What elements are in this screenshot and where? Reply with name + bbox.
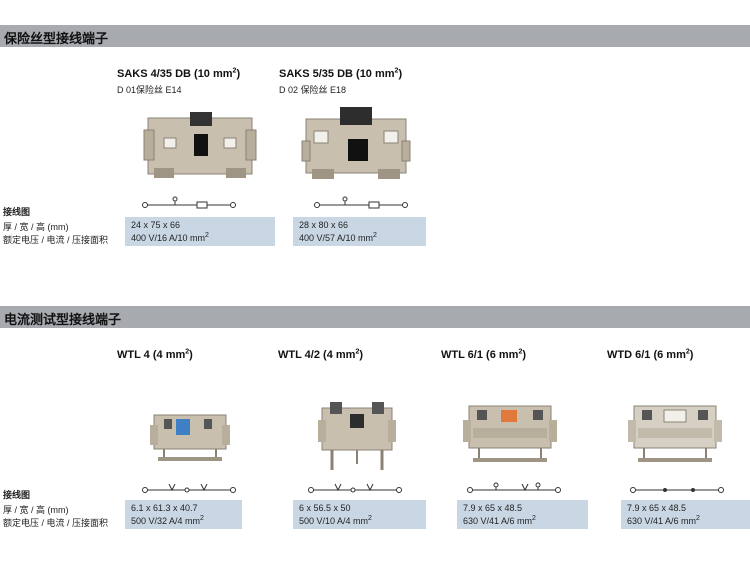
rating-label: 额定电压 / 电流 / 压接面积 (3, 518, 109, 528)
dimensions-label: 厚 / 宽 / 高 (mm) (3, 505, 69, 515)
wiring-diagram (142, 196, 236, 209)
spec-box: 6 x 56.5 x 50 500 V/10 A/4 mm2 (293, 500, 426, 529)
spec-box: 28 x 80 x 66 400 V/57 A/10 mm2 (293, 217, 426, 246)
product-name: WTL 6/1 (6 mm2) (441, 348, 527, 361)
product-name: SAKS 5/35 DB (10 mm2) (279, 67, 403, 80)
test-terminal-image (463, 405, 557, 462)
spec-box: 7.9 x 65 x 48.5 630 V/41 A/6 mm2 (621, 500, 750, 529)
product-fuse-type: D 01保险丝 E14 (117, 85, 182, 95)
fuse-terminal-image (143, 112, 257, 178)
dimensions-value: 7.9 x 65 x 48.5 (463, 503, 523, 513)
spec-box: 7.9 x 65 x 48.5 630 V/41 A/6 mm2 (457, 500, 588, 529)
wiring-diagram (630, 487, 724, 493)
dimensions-value: 24 x 75 x 66 (131, 220, 181, 230)
spec-box: 6.1 x 61.3 x 40.7 500 V/32 A/4 mm2 (125, 500, 242, 529)
wiring-diagram (314, 196, 408, 209)
rating-label: 额定电压 / 电流 / 压接面积 (3, 235, 109, 245)
dimensions-value: 6 x 56.5 x 50 (299, 503, 351, 513)
product-name: WTL 4/2 (4 mm2) (278, 348, 364, 361)
section-title: 保险丝型接线端子 (4, 31, 109, 46)
wiring-diagram (467, 482, 561, 493)
rating-value: 630 V/41 A/6 mm2 (627, 515, 700, 526)
wiring-diagram (142, 483, 236, 493)
wiring-diagram (308, 483, 402, 493)
test-terminal-image (318, 402, 396, 470)
section-title: 电流测试型接线端子 (4, 312, 122, 327)
spec-box: 24 x 75 x 66 400 V/16 A/10 mm2 (125, 217, 275, 246)
section-header-test-terminals: 电流测试型接线端子 (0, 306, 750, 328)
test-terminal-image (628, 405, 722, 462)
wiring-label: 接线图 (3, 207, 31, 217)
rating-value: 400 V/57 A/10 mm2 (299, 232, 377, 243)
dimensions-value: 28 x 80 x 66 (299, 220, 349, 230)
rating-value: 500 V/32 A/4 mm2 (131, 515, 204, 526)
wiring-label: 接线图 (3, 490, 31, 500)
dimensions-value: 6.1 x 61.3 x 40.7 (131, 503, 198, 513)
dimensions-label: 厚 / 宽 / 高 (mm) (3, 222, 69, 232)
fuse-terminal-image (301, 107, 411, 179)
rating-value: 630 V/41 A/6 mm2 (463, 515, 536, 526)
test-terminal-image (150, 414, 230, 461)
section-header-fuse-terminals: 保险丝型接线端子 (0, 25, 750, 47)
product-name: SAKS 4/35 DB (10 mm2) (117, 67, 241, 80)
rating-value: 500 V/10 A/4 mm2 (299, 515, 372, 526)
rating-value: 400 V/16 A/10 mm2 (131, 232, 209, 243)
product-name: WTD 6/1 (6 mm2) (607, 348, 694, 361)
dimensions-value: 7.9 x 65 x 48.5 (627, 503, 687, 513)
product-fuse-type: D 02 保险丝 E18 (279, 85, 347, 95)
product-name: WTL 4 (4 mm2) (117, 348, 193, 361)
